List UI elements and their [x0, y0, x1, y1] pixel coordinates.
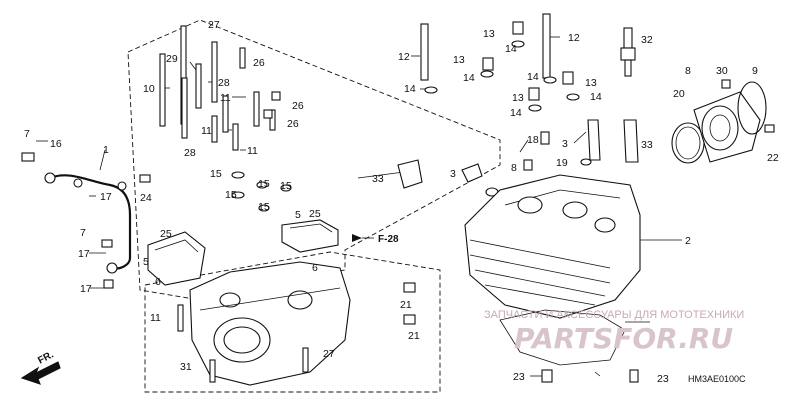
washer-set: [231, 171, 292, 212]
front-direction-arrow: FR.: [20, 349, 61, 385]
callout-7: 7: [24, 128, 30, 140]
callout-14: 14: [527, 71, 539, 83]
callout-5: 5: [295, 209, 301, 221]
valve-guide-set: [397, 119, 639, 197]
leader-lines: [36, 36, 682, 377]
watermark: ЗАПЧАСТИ И АКСЕССУАРЫ ДЛЯ МОТОТЕХНИКИ PA…: [484, 309, 744, 355]
callout-14: 14: [510, 107, 522, 119]
callout-16: 16: [50, 138, 62, 150]
callout-22: 22: [767, 152, 779, 164]
catalog-code: HM3AE0100C: [688, 374, 746, 384]
callout-9: 9: [752, 65, 758, 77]
callout-19: 19: [556, 157, 568, 169]
callout-17: 17: [100, 191, 112, 203]
callout-15: 15: [258, 201, 270, 213]
callout-11: 11: [150, 312, 161, 324]
callout-27: 27: [323, 348, 335, 360]
callout-8: 8: [685, 65, 691, 77]
callout-30: 30: [716, 65, 728, 77]
callout-11: 11: [220, 92, 231, 104]
callout-17: 17: [78, 248, 90, 260]
bolt-set: [159, 25, 281, 151]
callout-11: 11: [201, 125, 212, 137]
callout-33: 33: [641, 139, 653, 151]
valve-cover-group-outline: [127, 19, 501, 301]
callout-15: 15: [225, 189, 237, 201]
callout-17: 17: [80, 283, 92, 295]
head-bolt-set: [420, 13, 580, 112]
callout-14: 14: [463, 72, 475, 84]
callout-10: 10: [143, 83, 155, 95]
callout-31: 31: [180, 361, 192, 373]
callout-32: 32: [641, 34, 653, 46]
callout-labels: 27 29 26 10 28 11 26 26 11 28 11 7 16 1 …: [24, 19, 779, 385]
callout-3: 3: [562, 138, 568, 150]
stud-set: [403, 282, 416, 325]
reference-label: F-28: [378, 234, 399, 245]
cylinder-head: [464, 174, 641, 366]
oil-pipe: [21, 152, 151, 289]
callout-13: 13: [453, 54, 465, 66]
callout-24: 24: [140, 192, 152, 204]
callout-23: 23: [657, 373, 669, 385]
callout-12: 12: [398, 51, 410, 63]
side-cover-right: [281, 219, 339, 253]
callout-12: 12: [568, 32, 580, 44]
camshaft-holder-group-outline: [144, 251, 441, 393]
callout-26: 26: [292, 100, 304, 112]
callout-21: 21: [400, 299, 412, 311]
callout-1: 1: [103, 144, 109, 156]
callout-26: 26: [253, 57, 265, 69]
callout-15: 15: [210, 168, 222, 180]
camshaft-holder: [177, 261, 351, 386]
callout-8: 8: [511, 162, 517, 174]
callout-6: 6: [312, 262, 318, 274]
callout-18: 18: [527, 134, 539, 146]
callout-6: 6: [155, 276, 161, 288]
callout-15: 15: [258, 178, 270, 190]
callout-13: 13: [512, 92, 524, 104]
callout-23: 23: [513, 371, 525, 383]
callout-11: 11: [247, 145, 258, 157]
callout-5: 5: [143, 256, 149, 268]
callout-28: 28: [184, 147, 196, 159]
callout-25: 25: [309, 208, 321, 220]
callout-26: 26: [287, 118, 299, 130]
callout-27: 27: [208, 19, 220, 31]
callout-25: 25: [160, 228, 172, 240]
callout-21: 21: [408, 330, 420, 342]
callout-13: 13: [483, 28, 495, 40]
reference-f28: F-28: [352, 234, 399, 245]
spark-plug: [620, 27, 636, 77]
callout-14: 14: [505, 43, 517, 55]
intake-pipe-assembly: [671, 79, 775, 164]
watermark-text: ЗАПЧАСТИ И АКСЕССУАРЫ ДЛЯ МОТОТЕХНИКИ: [484, 309, 744, 321]
callout-29: 29: [166, 53, 178, 65]
watermark-logo: PARTSFOR.RU: [514, 322, 733, 355]
callout-14: 14: [404, 83, 416, 95]
callout-14: 14: [590, 91, 602, 103]
dowel-pin-set: [541, 369, 639, 383]
callout-33: 33: [372, 173, 384, 185]
callout-7: 7: [80, 227, 86, 239]
callout-3: 3: [450, 168, 456, 180]
callout-15: 15: [280, 180, 292, 192]
callout-28: 28: [218, 77, 230, 89]
side-cover-left: [147, 231, 206, 286]
callout-13: 13: [585, 77, 597, 89]
callout-2: 2: [685, 235, 691, 247]
callout-20: 20: [673, 88, 685, 100]
